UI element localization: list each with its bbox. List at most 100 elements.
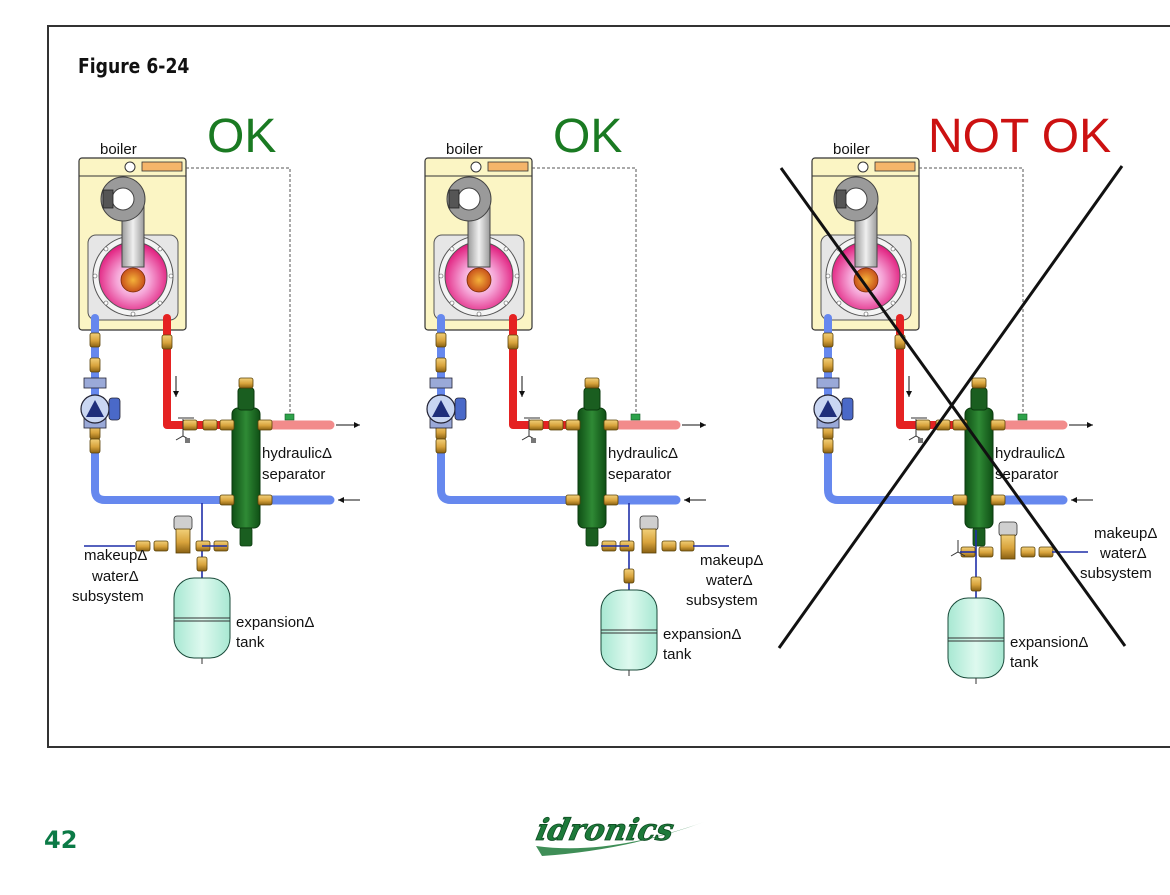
flame-icon [120, 267, 146, 293]
separator-label-line2: separator [995, 466, 1058, 483]
makeup-label-line2: waterΔ [705, 572, 753, 589]
panel-2: OK boiler hydraulicΔ separator expansionΔ tan… [424, 110, 763, 676]
hydraulic-separator [964, 407, 994, 529]
drain-valve [239, 527, 253, 547]
makeup-label-line2: waterΔ [1099, 545, 1147, 562]
makeup-fitting [679, 540, 695, 552]
return-fitting [822, 357, 834, 373]
makeup-label-line3: subsystem [1080, 565, 1152, 582]
sep-connection [990, 419, 1006, 431]
sep-connection [603, 419, 619, 431]
pressure-reducing-valve-icon [173, 515, 193, 531]
makeup-fitting [1020, 546, 1036, 558]
hydraulic-separator [577, 407, 607, 529]
control-display [874, 161, 916, 172]
tank-label-line2: tank [663, 646, 692, 663]
boiler-label: boiler [833, 141, 870, 158]
status-label: OK [553, 110, 622, 163]
separator-label-line1: hydraulicΔ [262, 445, 332, 462]
figure-title: Figure 6-24 [78, 54, 190, 78]
supply-fitting [161, 334, 173, 350]
makeup-label-line3: subsystem [686, 592, 758, 609]
status-label: NOT OK [928, 110, 1111, 163]
tank-label-line1: expansionΔ [663, 626, 741, 643]
temperature-sensor [1017, 413, 1028, 421]
makeup-label-line2: waterΔ [91, 568, 139, 585]
return-pipe [91, 318, 232, 504]
makeup-fitting [661, 540, 677, 552]
makeup-label-line1: makeupΔ [700, 552, 763, 569]
supply-valve [182, 419, 198, 431]
figure-frame [47, 25, 1170, 748]
svg-text:idronics: idronics [533, 813, 677, 848]
boiler-label: boiler [100, 141, 137, 158]
gauge-icon [470, 161, 482, 173]
pressure-reducing-valve-icon [998, 521, 1018, 537]
air-vent [583, 387, 601, 411]
tank-fitting [196, 556, 208, 572]
panel-3: NOT OK boiler hydraulicΔ separator expansion… [811, 110, 1157, 684]
supply-valve [915, 419, 931, 431]
gauge-icon [124, 161, 136, 173]
panel-1: OK boiler hydraulicΔ separator expansionΔ tan… [72, 110, 360, 664]
tank-fitting [970, 576, 982, 592]
supply-union [202, 419, 218, 431]
tank-fitting [623, 568, 635, 584]
return-fitting [822, 438, 834, 454]
supply-pipe [509, 318, 578, 429]
page-number: 42 [44, 826, 78, 854]
pressure-reducing-valve-icon [639, 515, 659, 531]
drain-valve [972, 527, 986, 547]
flame-icon [853, 267, 879, 293]
control-display [141, 161, 183, 172]
separator-label-line2: separator [262, 466, 325, 483]
hydraulic-separator [231, 407, 261, 529]
tank-label-line1: expansionΔ [236, 614, 314, 631]
sep-connection [219, 494, 235, 506]
sep-connection [257, 494, 273, 506]
separator-label-line2: separator [608, 466, 671, 483]
gauge-icon [857, 161, 869, 173]
status-label: OK [207, 110, 276, 163]
supply-union [548, 419, 564, 431]
tank-label-line1: expansionΔ [1010, 634, 1088, 651]
separator-label-line1: hydraulicΔ [608, 445, 678, 462]
return-fitting [435, 332, 447, 348]
sep-connection [990, 494, 1006, 506]
return-pipe [437, 318, 578, 504]
tank-label-line2: tank [236, 634, 265, 651]
idronics-logo: idronics [533, 813, 704, 856]
makeup-label-line3: subsystem [72, 588, 144, 605]
supply-fitting [507, 334, 519, 350]
return-fitting [89, 357, 101, 373]
boiler-label: boiler [446, 141, 483, 158]
temperature-sensor [284, 413, 295, 421]
tank-label-line2: tank [1010, 654, 1039, 671]
sep-connection [565, 419, 581, 431]
makeup-label-line1: makeupΔ [1094, 525, 1157, 542]
return-fitting [89, 332, 101, 348]
return-pipe [824, 318, 965, 504]
sep-connection [257, 419, 273, 431]
return-fitting [822, 332, 834, 348]
air-vent [970, 387, 988, 411]
flame-icon [466, 267, 492, 293]
return-fitting [89, 438, 101, 454]
sep-connection [565, 494, 581, 506]
makeup-label-line1: makeupΔ [84, 547, 147, 564]
not-ok-cross-mark [777, 165, 1127, 649]
makeup-fitting [978, 546, 994, 558]
sensor-wire [532, 167, 637, 416]
sensor-wire [186, 167, 291, 416]
return-fitting [435, 357, 447, 373]
supply-pipe [163, 318, 232, 429]
sep-connection [603, 494, 619, 506]
supply-valve [528, 419, 544, 431]
return-fitting [435, 438, 447, 454]
air-vent [237, 387, 255, 411]
drain-valve [585, 527, 599, 547]
separator-label-line1: hydraulicΔ [995, 445, 1065, 462]
makeup-fitting [1038, 546, 1054, 558]
control-display [487, 161, 529, 172]
